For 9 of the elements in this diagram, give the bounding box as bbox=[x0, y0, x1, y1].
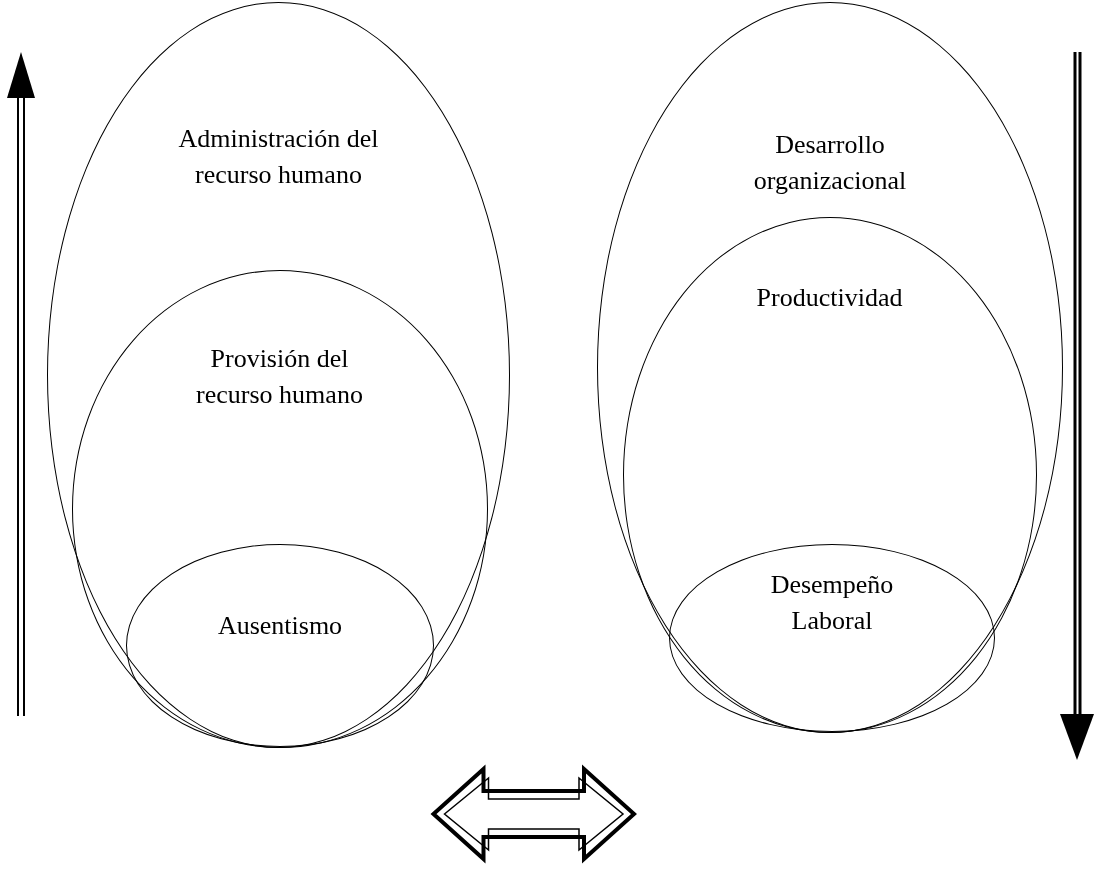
double-arrow bbox=[430, 764, 637, 864]
ellipse-label: Administración del recurso humano bbox=[177, 123, 380, 192]
ellipse-label: Desarrollo organizacional bbox=[752, 129, 908, 198]
ellipse bbox=[597, 2, 1063, 733]
ellipse-label: Desempeño Laboral bbox=[769, 569, 895, 638]
ellipse-label: Productividad bbox=[755, 281, 904, 314]
ellipse bbox=[126, 544, 434, 747]
ellipse-label: Provisión del recurso humano bbox=[195, 342, 364, 411]
ellipse-label: Ausentismo bbox=[216, 610, 344, 642]
